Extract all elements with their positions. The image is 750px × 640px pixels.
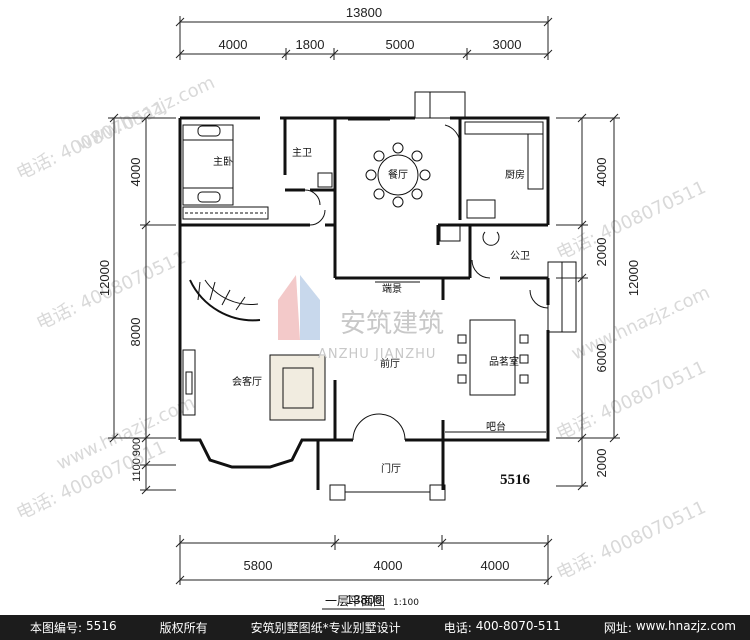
dim-left-segment-2: 8000 bbox=[128, 318, 143, 347]
footer-plan-no-value: 5516 bbox=[86, 619, 117, 633]
room-label-dining: 餐厅 bbox=[388, 168, 408, 181]
dimension-lines bbox=[108, 16, 620, 585]
footer-site-value: www.hnazjz.com bbox=[635, 619, 736, 633]
dim-top-segment-2: 1800 bbox=[296, 37, 325, 52]
dim-top-segment-3: 5000 bbox=[386, 37, 415, 52]
logo: 安筑建筑 ANZHU JIANZHU bbox=[278, 275, 444, 362]
footer-company: 安筑别墅图纸*专业别墅设计 bbox=[250, 621, 401, 635]
dim-left-segment-3: 1100 bbox=[131, 458, 143, 482]
footer-site: 网址: www.hnazjz.com bbox=[604, 619, 736, 636]
room-label-public-bath: 公卫 bbox=[510, 251, 530, 262]
dim-right-segment-4: 2000 bbox=[594, 449, 609, 478]
room-label-living: 会客厅 bbox=[232, 375, 262, 388]
walls bbox=[178, 116, 550, 490]
watermark-phone-4: 电话: 4008070511 bbox=[553, 177, 709, 265]
room-label-tea-room: 品茗室 bbox=[489, 355, 519, 368]
footer-plan-no: 本图编号: 5516 bbox=[30, 619, 117, 636]
dim-top-total: 13800 bbox=[346, 5, 382, 20]
room-label-entry-hall: 门厅 bbox=[381, 462, 401, 475]
footer-plan-no-label: 本图编号: bbox=[30, 621, 83, 635]
dim-right-segment-1: 4000 bbox=[594, 158, 609, 187]
room-label-kitchen: 厨房 bbox=[505, 168, 525, 181]
dim-left-segment-4: 900 bbox=[131, 438, 143, 456]
room-label-bar: 吧台 bbox=[486, 420, 506, 433]
room-label-feature-wall: 端景 bbox=[382, 282, 402, 295]
footer-bar: 本图编号: 5516 版权所有 安筑别墅图纸*专业别墅设计 电话: 400-80… bbox=[0, 615, 750, 640]
room-label-master-bedroom: 主卧 bbox=[213, 155, 233, 168]
floor-plan-drawing: 电话: 4008070511 电话: 4008070511 电话: 400807… bbox=[13, 5, 713, 610]
room-label-master-bath: 主卫 bbox=[292, 147, 312, 159]
dim-left-segment-1: 4000 bbox=[128, 158, 143, 187]
watermark-phone-5: 电话: 4008070511 bbox=[553, 357, 709, 445]
footer-copyright: 版权所有 bbox=[159, 621, 208, 635]
dim-right-segment-3: 6000 bbox=[594, 344, 609, 373]
dim-bottom-segment-3: 4000 bbox=[481, 558, 510, 573]
dim-top-segment-1: 4000 bbox=[219, 37, 248, 52]
drawing-title: 一层平面图 bbox=[325, 594, 385, 608]
dim-top-segment-4: 3000 bbox=[493, 37, 522, 52]
drawing-scale: 1:100 bbox=[393, 598, 419, 608]
footer-phone: 电话: 400-8070-511 bbox=[444, 619, 561, 636]
footer-site-label: 网址: bbox=[603, 621, 632, 635]
dim-left-total: 12000 bbox=[97, 260, 112, 296]
dim-bottom-total: 13800 bbox=[346, 592, 382, 607]
fixtures bbox=[182, 91, 577, 501]
dim-right-segment-2: 2000 bbox=[594, 238, 609, 267]
room-label-foyer: 前厅 bbox=[380, 357, 400, 370]
dim-bottom-segment-2: 4000 bbox=[374, 558, 403, 573]
watermark-phone-6: 电话: 4008070511 bbox=[553, 497, 709, 585]
footer-phone-label: 电话: bbox=[443, 621, 472, 635]
footer-phone-value: 400-8070-511 bbox=[475, 619, 561, 633]
dim-right-total: 12000 bbox=[626, 260, 641, 296]
logo-name-cn: 安筑建筑 bbox=[340, 309, 444, 339]
plan-number: 5516 bbox=[500, 472, 531, 488]
logo-name-pinyin: ANZHU JIANZHU bbox=[318, 347, 436, 362]
dim-bottom-segment-1: 5800 bbox=[244, 558, 273, 573]
